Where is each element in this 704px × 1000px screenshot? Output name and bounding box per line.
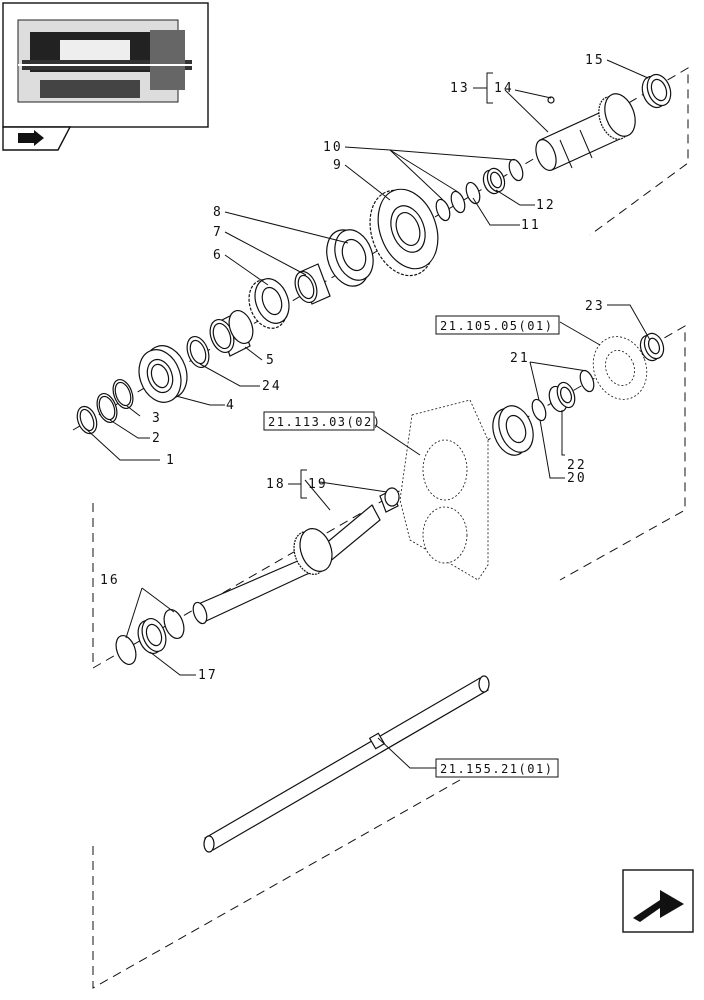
callout-5[interactable]: 5: [266, 353, 276, 368]
part-18-shaft[interactable]: [191, 504, 381, 625]
part-23-seal[interactable]: [637, 331, 667, 364]
callout-14[interactable]: 14: [494, 81, 514, 96]
part-4-bearing[interactable]: [132, 340, 194, 408]
callout-3[interactable]: 3: [152, 411, 162, 426]
part-12-collar[interactable]: [480, 166, 507, 196]
part-8-hub[interactable]: [319, 224, 380, 292]
svg-text:21.105.05(01): 21.105.05(01): [440, 319, 553, 333]
part-22-nut[interactable]: [546, 380, 578, 414]
housing-plate[interactable]: [399, 399, 489, 581]
part-13-shaft[interactable]: [532, 90, 641, 174]
part-21-rings[interactable]: [530, 369, 597, 423]
transmission-thumbnail-icon: [17, 19, 195, 103]
part-2-ring[interactable]: [93, 391, 120, 425]
pto-shaft[interactable]: [203, 675, 490, 853]
callout-8[interactable]: 8: [213, 205, 223, 220]
callout-2[interactable]: 2: [152, 431, 162, 446]
callout-11[interactable]: 11: [521, 218, 541, 233]
part-24-ring[interactable]: [183, 334, 213, 371]
callout-1[interactable]: 1: [166, 453, 176, 468]
cover-plate-23[interactable]: [585, 329, 656, 407]
svg-text:21.113.03(02): 21.113.03(02): [268, 415, 381, 429]
callout-17[interactable]: 17: [198, 668, 218, 683]
ref-box-housing[interactable]: 21.113.03(02): [263, 411, 381, 431]
callout-18[interactable]: 18: [266, 477, 286, 492]
callout-19[interactable]: 19: [308, 477, 328, 492]
part-15-race[interactable]: [638, 71, 675, 111]
callout-4[interactable]: 4: [226, 398, 236, 413]
part-5-sleeve[interactable]: [206, 307, 257, 357]
next-page-arrow-icon[interactable]: [622, 869, 694, 933]
leader-lines: [83, 59, 651, 769]
bracket-18-19: [288, 469, 307, 499]
part-20-bearing[interactable]: [487, 401, 539, 460]
part-19-bushing[interactable]: [379, 487, 400, 513]
ref-box-cover[interactable]: 21.105.05(01): [435, 315, 560, 335]
callout-9[interactable]: 9: [333, 158, 343, 173]
back-arrow-icon[interactable]: [18, 130, 44, 146]
callout-21[interactable]: 21: [510, 351, 530, 366]
callout-20[interactable]: 20: [567, 471, 587, 486]
part-14-pin[interactable]: [547, 96, 555, 104]
callout-10[interactable]: 10: [323, 140, 343, 155]
overview-thumbnail[interactable]: [2, 2, 209, 151]
part-3-ring[interactable]: [109, 377, 136, 411]
callout-22[interactable]: 22: [567, 458, 587, 473]
callout-13[interactable]: 13: [450, 81, 470, 96]
part-1-snap-ring[interactable]: [74, 404, 100, 436]
callout-16[interactable]: 16: [100, 573, 120, 588]
part-17-seal[interactable]: [134, 615, 170, 656]
group-boundary-middle: [92, 325, 686, 669]
part-6-gear[interactable]: [243, 274, 295, 334]
svg-text:21.155.21(01): 21.155.21(01): [440, 762, 553, 776]
callout-7[interactable]: 7: [213, 225, 223, 240]
ref-box-pto-shaft[interactable]: 21.155.21(01): [435, 758, 559, 778]
part-9-gear[interactable]: [359, 181, 449, 285]
bracket-13-14: [473, 72, 493, 104]
callout-23[interactable]: 23: [585, 299, 605, 314]
part-10-rings[interactable]: [434, 181, 483, 223]
part-11-ring[interactable]: [507, 158, 526, 183]
part-7-bushing[interactable]: [291, 263, 331, 305]
callout-15[interactable]: 15: [585, 53, 605, 68]
group-boundary-lower: [92, 779, 461, 989]
callout-24[interactable]: 24: [262, 379, 282, 394]
callout-12[interactable]: 12: [536, 198, 556, 213]
part-16-rings[interactable]: [112, 607, 187, 667]
callout-6[interactable]: 6: [213, 248, 223, 263]
